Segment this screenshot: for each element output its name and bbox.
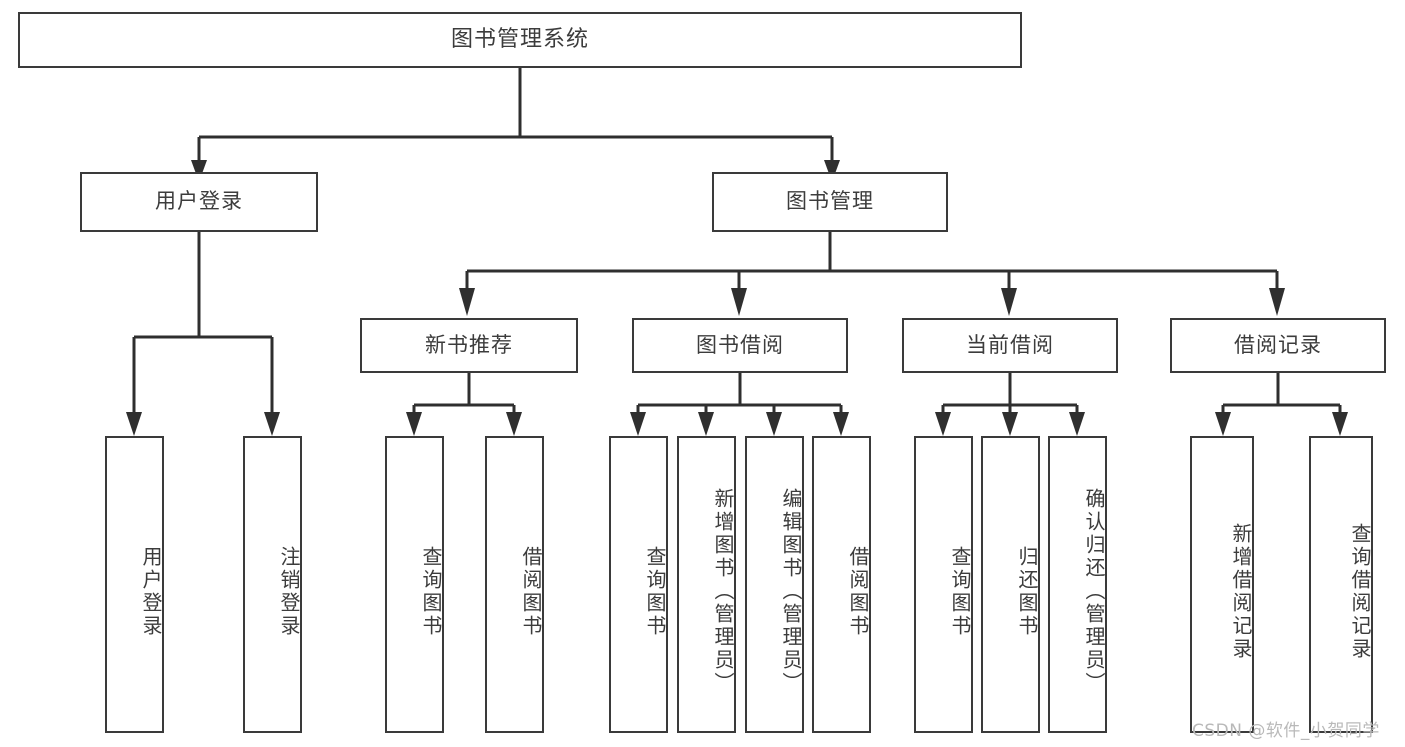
leaf-borrow-borrow-book[interactable]: 借阅图书 [812, 436, 871, 733]
node-root[interactable]: 图书管理系统 [18, 12, 1022, 68]
leaf-records-query-label: 查询借阅记录 [1348, 522, 1372, 661]
leaf-borrow-add-book-label: 新增图书（管理员） [711, 488, 735, 695]
leaf-records-add[interactable]: 新增借阅记录 [1190, 436, 1254, 733]
node-borrow-records-label: 借阅记录 [1234, 332, 1322, 357]
leaf-new-book-query-label: 查询图书 [419, 545, 443, 638]
leaf-new-book-borrow-label: 借阅图书 [519, 545, 543, 638]
leaf-borrow-add-book[interactable]: 新增图书（管理员） [677, 436, 736, 733]
node-book-management-label: 图书管理 [786, 189, 874, 214]
leaf-current-query-book-label: 查询图书 [948, 545, 972, 638]
leaf-borrow-query-book[interactable]: 查询图书 [609, 436, 668, 733]
leaf-borrow-query-book-label: 查询图书 [643, 545, 667, 638]
node-user-login[interactable]: 用户登录 [80, 172, 318, 232]
leaf-user-login-signout[interactable]: 注销登录 [243, 436, 302, 733]
node-current-borrow[interactable]: 当前借阅 [902, 318, 1118, 373]
leaf-records-query[interactable]: 查询借阅记录 [1309, 436, 1373, 733]
node-new-book-recommend[interactable]: 新书推荐 [360, 318, 578, 373]
leaf-borrow-edit-book[interactable]: 编辑图书（管理员） [745, 436, 804, 733]
leaf-user-login-signin-label: 用户登录 [139, 545, 163, 638]
leaf-borrow-edit-book-label: 编辑图书（管理员） [779, 488, 803, 695]
node-user-login-label: 用户登录 [155, 189, 243, 214]
leaf-borrow-borrow-book-label: 借阅图书 [846, 545, 870, 638]
leaf-new-book-query[interactable]: 查询图书 [385, 436, 444, 733]
node-book-borrow[interactable]: 图书借阅 [632, 318, 848, 373]
leaf-current-return-book-label: 归还图书 [1015, 545, 1039, 638]
leaf-user-login-signin[interactable]: 用户登录 [105, 436, 164, 733]
csdn-watermark: CSDN @软件_小贺同学 [1192, 721, 1380, 741]
node-new-book-recommend-label: 新书推荐 [425, 332, 513, 357]
leaf-records-add-label: 新增借阅记录 [1229, 522, 1253, 661]
node-book-borrow-label: 图书借阅 [696, 332, 784, 357]
leaf-current-confirm-return-label: 确认归还（管理员） [1082, 488, 1106, 695]
leaf-new-book-borrow[interactable]: 借阅图书 [485, 436, 544, 733]
leaf-current-confirm-return[interactable]: 确认归还（管理员） [1048, 436, 1107, 733]
node-current-borrow-label: 当前借阅 [966, 332, 1054, 357]
node-root-label: 图书管理系统 [450, 26, 589, 52]
node-borrow-records[interactable]: 借阅记录 [1170, 318, 1386, 373]
leaf-current-query-book[interactable]: 查询图书 [914, 436, 973, 733]
node-book-management[interactable]: 图书管理 [712, 172, 948, 232]
leaf-current-return-book[interactable]: 归还图书 [981, 436, 1040, 733]
leaf-user-login-signout-label: 注销登录 [277, 545, 301, 638]
